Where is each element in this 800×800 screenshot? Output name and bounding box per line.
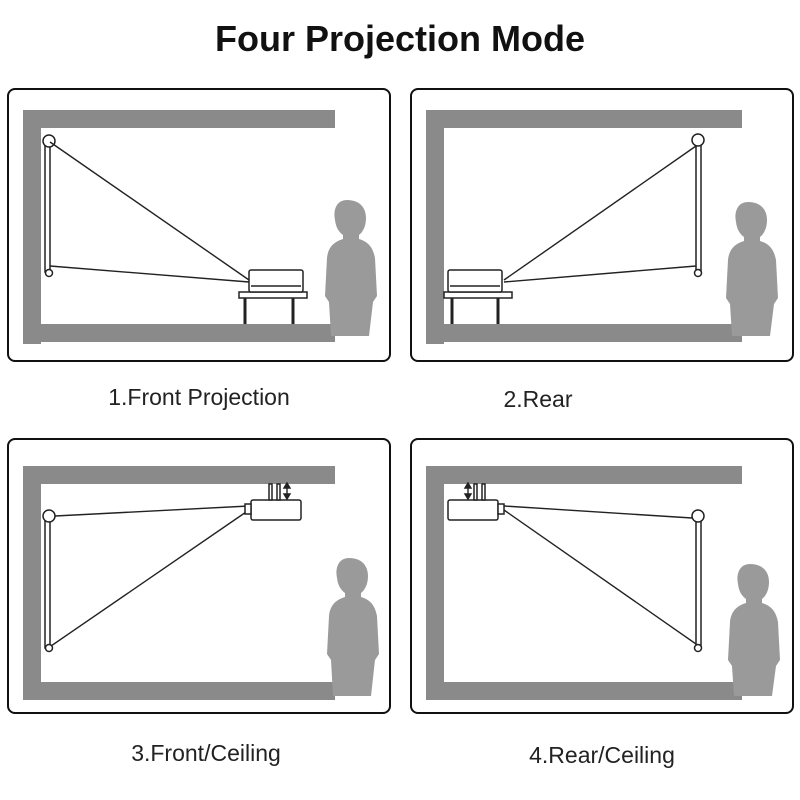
front-projection-diagram — [7, 88, 391, 362]
table-icon — [238, 291, 308, 324]
screen-roller-icon — [691, 133, 705, 278]
screen-roller-icon — [691, 509, 705, 653]
mode-caption-front-ceiling: 3.Front/Ceiling — [131, 740, 281, 766]
mode-caption-rear: 2.Rear — [503, 386, 573, 412]
person-silhouette-icon — [726, 202, 778, 336]
front-ceiling-projection-diagram — [7, 438, 391, 714]
projection-beam — [50, 505, 250, 647]
room-walls — [23, 110, 335, 344]
height-adjust-arrow-icon — [463, 481, 473, 501]
rear-ceiling-projection-diagram — [410, 438, 794, 714]
mode-caption-front-projection: 1.Front Projection — [108, 384, 290, 410]
projector-icon — [447, 269, 503, 293]
room-walls — [426, 466, 742, 700]
projection-beam — [49, 141, 250, 283]
person-silhouette-icon — [327, 558, 379, 696]
room-walls — [23, 466, 335, 700]
room-walls — [426, 110, 742, 344]
page-title: Four Projection Mode — [214, 18, 585, 59]
person-silhouette-icon — [728, 564, 780, 696]
projector-icon — [447, 483, 505, 521]
projection-beam — [503, 505, 697, 645]
projector-icon — [244, 483, 302, 521]
height-adjust-arrow-icon — [282, 481, 292, 501]
rear-projection-diagram — [410, 88, 794, 362]
mode-caption-rear-ceiling: 4.Rear/Ceiling — [529, 742, 675, 768]
screen-roller-icon — [42, 509, 56, 653]
person-silhouette-icon — [325, 200, 377, 336]
table-icon — [443, 291, 513, 324]
screen-roller-icon — [42, 134, 56, 278]
projector-icon — [248, 269, 304, 293]
projection-beam — [503, 145, 697, 283]
